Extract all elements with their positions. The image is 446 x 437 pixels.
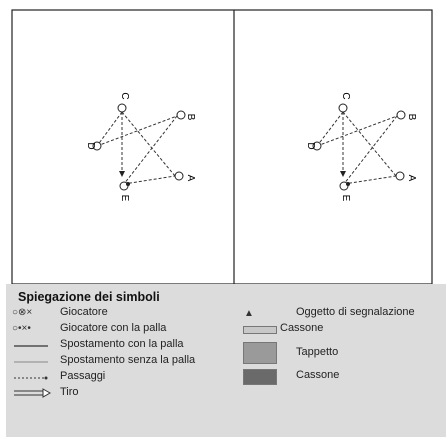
player-b-label: B (185, 114, 196, 121)
shot-icon (14, 388, 52, 398)
player-a-marker (174, 171, 184, 181)
legend-label-player: Giocatore (60, 306, 108, 318)
legend-label-passes: Passaggi (60, 370, 106, 382)
legend-title: Spiegazione dei simboli (18, 290, 160, 304)
legend-label-move-without-ball: Spostamento senza la palla (60, 354, 196, 366)
legend-label-marker-object: Oggetto di segnalazione (296, 306, 415, 318)
player-e-label: E (119, 195, 130, 202)
legend-label-tappetto: Tappetto (296, 346, 339, 358)
player-e-label: E (340, 195, 351, 202)
pass-line-c-a (342, 111, 397, 177)
marker-object-icon: ▲ (244, 308, 254, 319)
legend-label-player-with-ball: Giocatore con la palla (60, 322, 167, 334)
pass-line-c-a (121, 111, 176, 177)
player-a-marker (395, 171, 405, 181)
player-b-label: B (406, 114, 417, 121)
tappetto-swatch (243, 342, 277, 364)
player-c-marker (338, 103, 348, 113)
legend-label-cassone-2: Cassone (296, 369, 340, 381)
player-d-label: D (305, 142, 316, 149)
panel-1: C B D E A (85, 92, 196, 201)
legend-panel: Spiegazione dei simboli ○⊗× ○•×• Giocato… (6, 284, 446, 437)
legend-label-cassone-1: Cassone (280, 322, 324, 334)
legend-label-shot: Tiro (60, 386, 79, 398)
player-d-marker (92, 141, 102, 151)
move-without-ball-icon (14, 361, 48, 363)
cassone-dark-swatch (243, 369, 277, 385)
player-a-label: A (185, 175, 196, 182)
pass-line-e-a (343, 175, 397, 185)
pass-line-b-e (123, 115, 178, 185)
player-c-label: C (119, 92, 130, 99)
panel-2: C B D E A (305, 92, 417, 201)
pass-line-c-d (96, 111, 123, 147)
pass-line-b-e (343, 115, 398, 185)
player-c-label: C (340, 92, 351, 99)
pass-line-d-b (316, 115, 398, 147)
pass-line-d-b (96, 115, 178, 147)
exercise-diagram: C B D E A C B D E A (11, 9, 433, 284)
player-b-marker (176, 110, 186, 120)
ball-e (346, 182, 350, 186)
player-c-marker (117, 103, 127, 113)
player-symbols-icon: ○⊗× (12, 307, 33, 318)
move-with-ball-icon (14, 345, 48, 347)
pass-line-e-a (123, 175, 176, 185)
pass-icon (14, 376, 48, 380)
ball-e (126, 182, 130, 186)
diagram-frame (11, 9, 433, 284)
player-d-label: D (85, 142, 96, 149)
cassone-light-swatch (243, 326, 277, 334)
legend-label-move-with-ball: Spostamento con la palla (60, 338, 184, 350)
player-b-marker (396, 110, 406, 120)
player-ball-symbols-icon: ○•×• (12, 323, 31, 334)
pass-line-c-d (316, 111, 344, 147)
player-d-marker (312, 141, 322, 151)
player-a-label: A (406, 175, 417, 182)
